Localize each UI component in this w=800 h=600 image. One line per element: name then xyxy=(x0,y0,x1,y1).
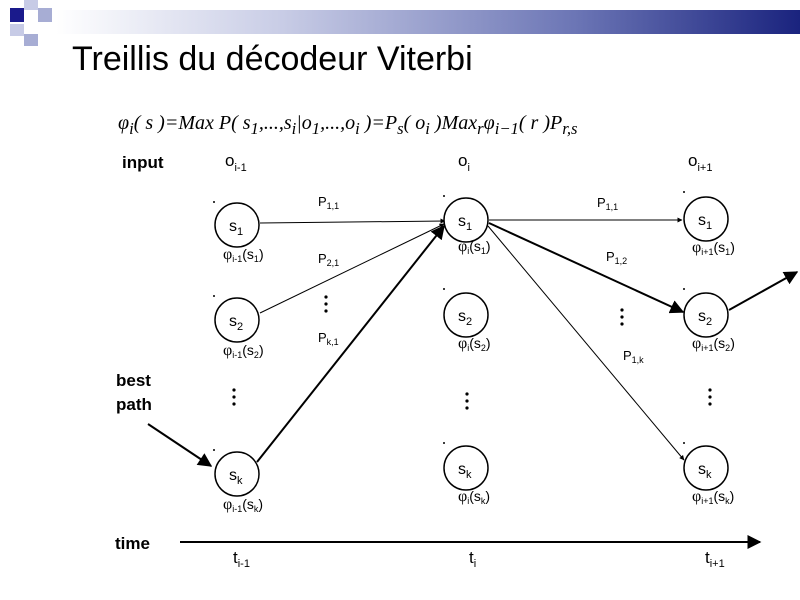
phi-label-s1-col2: φi+1(s1) xyxy=(692,239,735,257)
time-tick-col1: ti xyxy=(469,548,476,570)
header-square-5 xyxy=(24,34,38,46)
time-label: time xyxy=(115,534,150,553)
header-gradient-bar xyxy=(56,10,800,34)
header-square-3 xyxy=(38,8,52,22)
input-label: input xyxy=(122,153,164,172)
phi-label-s2-col1: φi(s2) xyxy=(458,335,491,353)
formula-phi: φ xyxy=(118,112,130,134)
state-label-s1-col1: s1 xyxy=(458,213,472,233)
state-label-s1-col2: s1 xyxy=(698,212,712,232)
phi-label-s1-col0: φi-1(s1) xyxy=(223,246,264,264)
state-node-sk-col1 xyxy=(443,445,489,491)
phi-label-sk-col1: φi(sk) xyxy=(458,488,490,506)
formula-sub: i−1 xyxy=(494,119,519,138)
formula-part: ,...,o xyxy=(320,112,356,134)
ellipsis-between-edges-right xyxy=(620,308,624,326)
transition-label-p21: P2,1 xyxy=(318,251,339,268)
state-node-s2-col2 xyxy=(683,292,729,338)
best-path-label-line2: path xyxy=(116,395,152,414)
slide-title: Treillis du décodeur Viterbi xyxy=(72,40,473,78)
edge-p11-col0-col1 xyxy=(259,218,446,224)
best-path-edge-s1-s2 xyxy=(488,222,685,314)
transition-label-p11-col0: P1,1 xyxy=(318,194,339,211)
formula-sub-i: i xyxy=(129,119,134,138)
formula-sub: r xyxy=(477,119,484,138)
time-tick-col0: ti-1 xyxy=(233,548,250,570)
formula-part: ( o xyxy=(403,112,426,134)
best-path-edge-out xyxy=(728,271,799,311)
formula-sub: i xyxy=(425,119,430,138)
ellipsis-between-edges xyxy=(324,295,328,313)
ellipsis-col1 xyxy=(465,392,469,410)
state-label-s2-col0: s2 xyxy=(229,313,243,333)
transition-label-p12: P1,2 xyxy=(606,249,627,266)
transition-label-pk1: Pk,1 xyxy=(318,330,339,347)
obs-label-col0: oi-1 xyxy=(225,151,247,174)
best-path-arrow-in xyxy=(147,423,213,467)
edge-p1k-col1-col2 xyxy=(487,225,685,461)
formula-sub: i xyxy=(355,119,360,138)
header-square-1 xyxy=(10,8,24,22)
edge-p21-col0-col1 xyxy=(259,223,445,314)
formula-part: ( r )P xyxy=(518,112,563,134)
formula-part: ,...,s xyxy=(258,112,292,134)
formula-phi: φ xyxy=(483,112,495,134)
state-label-s2-col2: s2 xyxy=(698,308,712,328)
state-label-s1-col0: s1 xyxy=(229,218,243,238)
formula-sub: s xyxy=(397,119,404,138)
state-node-s1-col1 xyxy=(443,197,489,243)
state-label-s2-col1: s2 xyxy=(458,308,472,328)
obs-label-col1: oi xyxy=(458,151,470,174)
formula-part: ( s )=Max P( s xyxy=(133,112,251,134)
phi-label-sk-col2: φi+1(sk) xyxy=(692,488,734,506)
state-node-s2-col1 xyxy=(443,292,489,338)
formula-sub: r,s xyxy=(562,119,578,138)
state-node-s1-col2 xyxy=(683,196,729,242)
phi-label-s2-col0: φi-1(s2) xyxy=(223,342,264,360)
header-square-2 xyxy=(24,0,38,10)
state-label-sk-col0: sk xyxy=(229,467,243,487)
node-marker-dots xyxy=(213,191,685,451)
transition-label-p11-col1: P1,1 xyxy=(597,195,618,212)
transition-label-p1k: P1,k xyxy=(623,348,644,365)
state-label-sk-col2: sk xyxy=(698,461,712,481)
formula-part: )Max xyxy=(429,112,478,134)
state-node-sk-col2 xyxy=(683,445,729,491)
ellipsis-col0 xyxy=(232,388,236,406)
phi-label-s2-col2: φi+1(s2) xyxy=(692,335,735,353)
viterbi-formula: φi( s )=Max P( s1,...,si|o1,...,oi )=Ps(… xyxy=(118,112,578,139)
best-path-label-line1: best xyxy=(116,371,151,390)
state-node-s1-col0 xyxy=(214,202,260,248)
obs-label-col2: oi+1 xyxy=(688,151,712,174)
state-node-sk-col0 xyxy=(214,451,260,497)
header-square-4 xyxy=(10,24,24,36)
phi-label-sk-col0: φi-1(sk) xyxy=(223,496,263,514)
formula-sub: 1 xyxy=(250,119,259,138)
time-tick-col2: ti+1 xyxy=(705,548,725,570)
formula-part: |o xyxy=(296,112,312,134)
formula-sub: 1 xyxy=(311,119,321,138)
formula-part: )=P xyxy=(359,112,398,134)
best-path-edge-sk-s1 xyxy=(256,224,445,463)
formula-sub: i xyxy=(291,119,297,138)
state-label-sk-col1: sk xyxy=(458,461,472,481)
phi-label-s1-col1: φi(s1) xyxy=(458,238,491,256)
state-node-s2-col0 xyxy=(214,297,260,343)
ellipsis-col2 xyxy=(708,388,712,406)
